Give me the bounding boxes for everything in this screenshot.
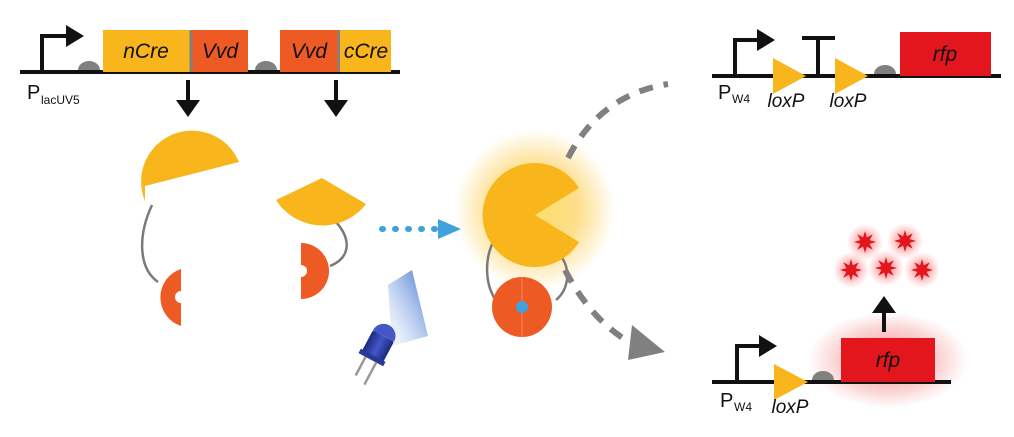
grey-arrowhead-icon <box>628 325 665 360</box>
loxp-triangle-icon <box>835 58 868 94</box>
terminator-icon <box>802 36 835 76</box>
down-arrow-icon <box>324 100 348 117</box>
red-fluorescence-star-icon <box>854 231 876 253</box>
vvd-segment-2 <box>280 30 338 72</box>
promoter-arrow-icon <box>735 344 761 382</box>
red-fluorescence-star-icon <box>911 259 933 281</box>
vvd-pocket <box>295 265 307 277</box>
rfp-fluorescence <box>833 223 940 288</box>
promoter-arrowhead <box>66 25 84 47</box>
ccre-segment <box>340 30 391 72</box>
blue-arrowhead-icon <box>438 219 461 239</box>
loxp-label-2: loxP <box>830 91 867 112</box>
loxp-triangle-icon <box>774 364 808 400</box>
fad-chromophore-icon <box>516 301 528 313</box>
reporter-off-construct: rfp P W4 loxP loxP <box>712 29 1001 112</box>
vvd-ccre-fusion-protein <box>276 178 366 299</box>
promoter-arrowhead <box>759 335 777 357</box>
promoter-label: P <box>718 82 731 104</box>
reconstituted-cre-complex <box>455 130 615 337</box>
promoter-arrow-icon <box>733 38 759 76</box>
rfp-label: rfp <box>876 349 901 372</box>
dimerization-arrow <box>379 219 461 239</box>
rbs-icon <box>874 65 896 74</box>
promoter-label: P <box>27 82 40 104</box>
vvd-label-2: Vvd <box>291 40 329 63</box>
vvd-segment-1 <box>192 30 248 72</box>
loxp-label: loxP <box>772 397 809 418</box>
rfp-label: rfp <box>933 43 958 66</box>
rbs-icon <box>812 371 834 380</box>
dashed-arc-down <box>562 268 628 343</box>
expression-arrows <box>176 80 348 117</box>
up-arrow-icon <box>872 296 896 313</box>
ncre-vvd-fusion-protein <box>141 130 239 326</box>
promoter-subscript: W4 <box>734 400 752 414</box>
rfp-gene <box>841 338 935 382</box>
vvd-domain-icon <box>160 269 181 326</box>
ccre-label: cCre <box>344 40 388 63</box>
active-cre-icon <box>482 163 579 267</box>
split-cre-construct: nCre Vvd Vvd cCre P lacUV5 <box>20 25 400 107</box>
blue-led-icon <box>354 270 428 386</box>
red-fluorescence-star-icon <box>875 257 897 279</box>
reporter-on-construct: rfp P W4 loxP <box>712 223 968 418</box>
red-fluorescence-star-icon <box>894 230 916 252</box>
ncre-label: nCre <box>123 40 169 63</box>
red-fluorescence-star-icon <box>840 259 862 281</box>
promoter-arrowhead <box>757 29 775 51</box>
ncre-fragment-icon <box>141 130 239 201</box>
ncre-segment <box>103 30 190 72</box>
rbs-icon <box>255 61 277 70</box>
promoter-subscript: lacUV5 <box>41 93 80 107</box>
loxp-triangle-icon <box>773 58 806 94</box>
loxp-label-1: loxP <box>768 91 805 112</box>
pathway-arrows <box>562 81 669 360</box>
rbs-icon <box>78 61 100 70</box>
light-beam <box>388 270 428 346</box>
down-arrow-icon <box>176 100 200 117</box>
vvd-pocket <box>175 291 187 303</box>
rfp-gene <box>900 32 991 76</box>
vvd-label-1: Vvd <box>202 40 240 63</box>
promoter-arrow-icon <box>40 34 68 72</box>
vvd-domain-icon <box>301 243 329 299</box>
linker-icon <box>141 204 159 284</box>
ccre-fragment-icon <box>276 178 366 226</box>
linker-icon <box>329 221 348 268</box>
promoter-subscript: W4 <box>732 92 750 106</box>
promoter-label: P <box>720 390 733 412</box>
